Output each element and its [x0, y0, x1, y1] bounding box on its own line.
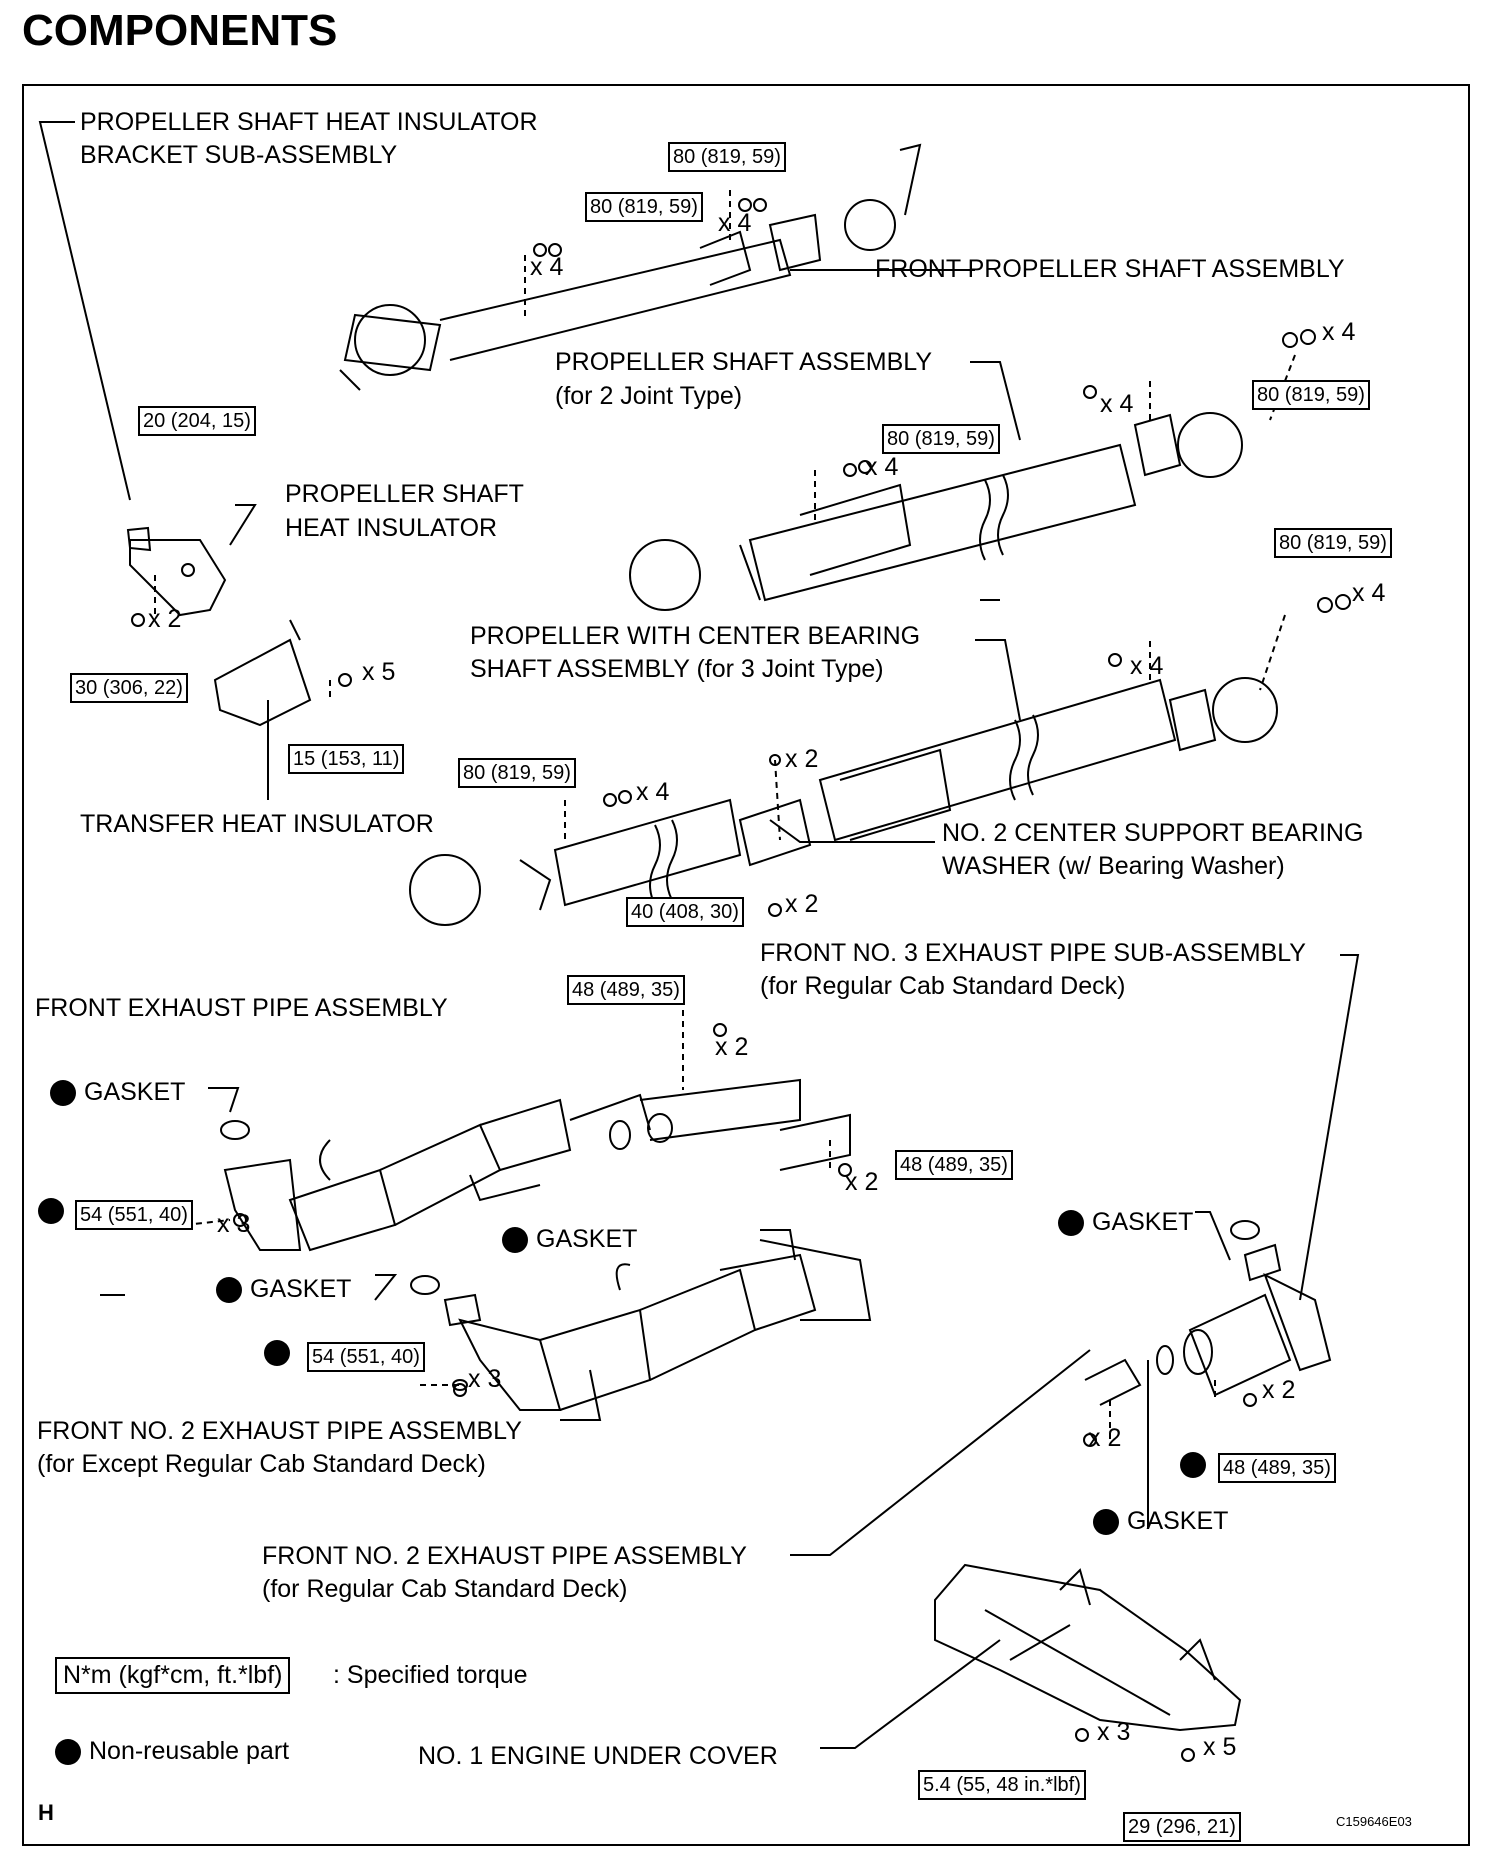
qty-label: x 4 — [530, 253, 564, 281]
label-front-no2-except-line1: FRONT NO. 2 EXHAUST PIPE ASSEMBLY — [37, 1417, 522, 1445]
torque-box: 54 (551, 40) — [75, 1200, 193, 1230]
bolt-marks — [131, 198, 1351, 1762]
legend-torque-text: : Specified torque — [333, 1661, 528, 1689]
qty-label: x 4 — [636, 778, 670, 806]
nonreusable-dot — [55, 1739, 81, 1766]
nonreusable-dot — [1180, 1452, 1206, 1478]
propeller-center-bearing-drawing — [409, 677, 1278, 926]
nonreusable-dot — [216, 1277, 242, 1304]
label-transfer-heat-insulator: TRANSFER HEAT INSULATOR — [80, 810, 434, 838]
label-center-bearing-line1: PROPELLER WITH CENTER BEARING — [470, 622, 921, 650]
label-front-no3-exhaust-line2: (for Regular Cab Standard Deck) — [760, 972, 1126, 1000]
qty-label: x 4 — [718, 209, 752, 237]
label-center-bearing-line2: SHAFT ASSEMBLY (for 3 Joint Type) — [470, 655, 884, 683]
qty-label: x 4 — [1100, 390, 1134, 418]
label-front-no3-exhaust-line1: FRONT NO. 3 EXHAUST PIPE SUB-ASSEMBLY — [760, 939, 1306, 967]
page-title: COMPONENTS — [22, 6, 338, 55]
torque-box: 48 (489, 35) — [895, 1150, 1013, 1180]
label-gasket-1: GASKET — [50, 1076, 185, 1109]
torque-box: 20 (204, 15) — [138, 406, 256, 436]
nonreusable-dot — [1058, 1210, 1084, 1237]
qty-label: x 2 — [785, 745, 819, 773]
nonreusable-dot — [1093, 1509, 1119, 1536]
torque-box: 5.4 (55, 48 in.*lbf) — [918, 1770, 1086, 1800]
torque-box: 40 (408, 30) — [626, 897, 744, 927]
front-no3-exhaust-drawing — [1084, 1220, 1332, 1406]
label-gasket-4: GASKET — [1058, 1206, 1193, 1239]
torque-box: 48 (489, 35) — [567, 975, 685, 1005]
torque-box: 80 (819, 59) — [668, 142, 786, 172]
label-heat-insulator-bracket-line2: BRACKET SUB-ASSEMBLY — [80, 141, 398, 169]
propeller-shaft-2joint-drawing — [629, 412, 1243, 611]
label-front-no2-regular-line2: (for Regular Cab Standard Deck) — [262, 1575, 628, 1603]
qty-label: x 4 — [1130, 652, 1164, 680]
qty-label: x 2 — [845, 1168, 879, 1196]
label-heat-insulator-bracket-line1: PROPELLER SHAFT HEAT INSULATOR — [80, 108, 538, 136]
qty-label: x 2 — [785, 890, 819, 918]
diagram-frame — [22, 84, 1470, 1846]
qty-label: x 5 — [1203, 1733, 1237, 1761]
torque-box: 29 (296, 21) — [1123, 1812, 1241, 1842]
qty-label: x 4 — [1322, 318, 1356, 346]
label-gasket-3: GASKET — [216, 1273, 351, 1306]
torque-box: 80 (819, 59) — [585, 192, 703, 222]
label-center-support-line2: WASHER (w/ Bearing Washer) — [942, 852, 1285, 880]
image-code: C159646E03 — [1336, 1814, 1412, 1829]
label-front-no2-regular-line1: FRONT NO. 2 EXHAUST PIPE ASSEMBLY — [262, 1542, 747, 1570]
nonreusable-dot — [50, 1080, 76, 1107]
torque-box: 80 (819, 59) — [1274, 528, 1392, 558]
label-gasket-5: GASKET — [1093, 1505, 1228, 1538]
qty-label: x 5 — [362, 658, 396, 686]
label-center-support-line1: NO. 2 CENTER SUPPORT BEARING — [942, 819, 1364, 847]
qty-label: x 2 — [148, 605, 182, 633]
label-propeller-shaft-2joint-line1: PROPELLER SHAFT ASSEMBLY — [555, 348, 932, 376]
qty-label: x 2 — [1262, 1376, 1296, 1404]
label-propeller-heat-insulator-line1: PROPELLER SHAFT — [285, 480, 524, 508]
qty-label: x 3 — [1097, 1718, 1131, 1746]
torque-box: 80 (819, 59) — [882, 424, 1000, 454]
nonreusable-dot — [38, 1198, 64, 1224]
legend-torque-box: N*m (kgf*cm, ft.*lbf) — [55, 1657, 291, 1694]
label-front-exhaust-pipe: FRONT EXHAUST PIPE ASSEMBLY — [35, 994, 448, 1022]
engine-under-cover-drawing — [934, 1563, 1242, 1732]
label-engine-under-cover: NO. 1 ENGINE UNDER COVER — [418, 1742, 778, 1770]
qty-label: x 4 — [1352, 579, 1386, 607]
torque-box: 15 (153, 11) — [288, 744, 405, 774]
label-front-propeller-shaft: FRONT PROPELLER SHAFT ASSEMBLY — [875, 255, 1345, 283]
nonreusable-dot — [502, 1227, 528, 1254]
torque-box: 48 (489, 35) — [1218, 1453, 1336, 1483]
front-exhaust-pipe-drawing — [220, 1078, 851, 1252]
qty-label: x 2 — [1088, 1424, 1122, 1452]
front-propeller-shaft-drawing — [339, 143, 922, 391]
front-no2-exhaust-except-drawing — [410, 1229, 872, 1411]
label-propeller-heat-insulator-line2: HEAT INSULATOR — [285, 514, 498, 542]
label-propeller-shaft-2joint-line2: (for 2 Joint Type) — [555, 382, 743, 410]
torque-box: 54 (551, 40) — [307, 1342, 425, 1372]
torque-box: 30 (306, 22) — [70, 673, 188, 703]
qty-label: x 2 — [715, 1033, 749, 1061]
qty-label: x 3 — [468, 1365, 502, 1393]
qty-label: x 3 — [217, 1210, 251, 1238]
torque-box: 80 (819, 59) — [458, 758, 576, 788]
torque-box: 80 (819, 59) — [1252, 380, 1370, 410]
qty-label: x 4 — [865, 453, 899, 481]
heat-insulator-drawing — [126, 504, 312, 727]
label-gasket-2: GASKET — [502, 1223, 637, 1256]
nonreusable-dot — [264, 1340, 290, 1366]
label-front-no2-except-line2: (for Except Regular Cab Standard Deck) — [37, 1450, 486, 1478]
legend-nonreusable: Non-reusable part — [55, 1735, 289, 1768]
h-mark: H — [38, 1800, 54, 1825]
